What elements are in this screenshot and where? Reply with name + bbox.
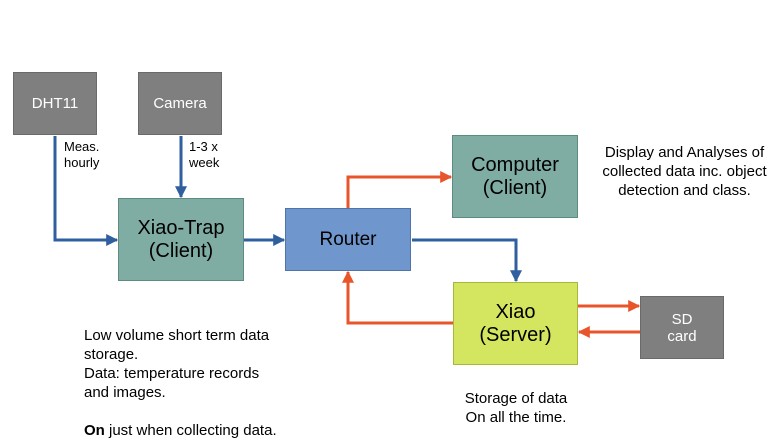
trap-note: Low volume short term data storage. Data…: [84, 307, 277, 440]
computer-client-box: Computer (Client): [452, 135, 578, 218]
router-to-server-arrow: [412, 238, 522, 283]
xiao-trap-client-box: Xiao-Trap (Client): [118, 198, 244, 281]
sd-card-box: SD card: [640, 296, 724, 359]
server-note: Storage of data On all the time.: [464, 390, 568, 426]
dht11-to-trap-arrow: [53, 136, 119, 246]
dht11-sensor-box: DHT11: [13, 72, 97, 135]
router-box: Router: [285, 208, 411, 271]
trap-note-tail: just when collecting data.: [104, 422, 277, 439]
xiao-server-box: Xiao (Server): [453, 282, 578, 365]
trap-note-lines: Low volume short term data storage. Data…: [84, 327, 270, 401]
camera-rate-label: 1-3 x week: [189, 139, 220, 170]
router-to-computer-arrow: [346, 171, 453, 208]
trap-note-on-bold: On: [84, 422, 105, 439]
server-to-router-arrow: [342, 270, 453, 325]
camera-box: Camera: [138, 72, 222, 135]
dht11-rate-label: Meas. hourly: [64, 139, 100, 170]
computer-note: Display and Analyses of collected data i…: [602, 144, 767, 199]
